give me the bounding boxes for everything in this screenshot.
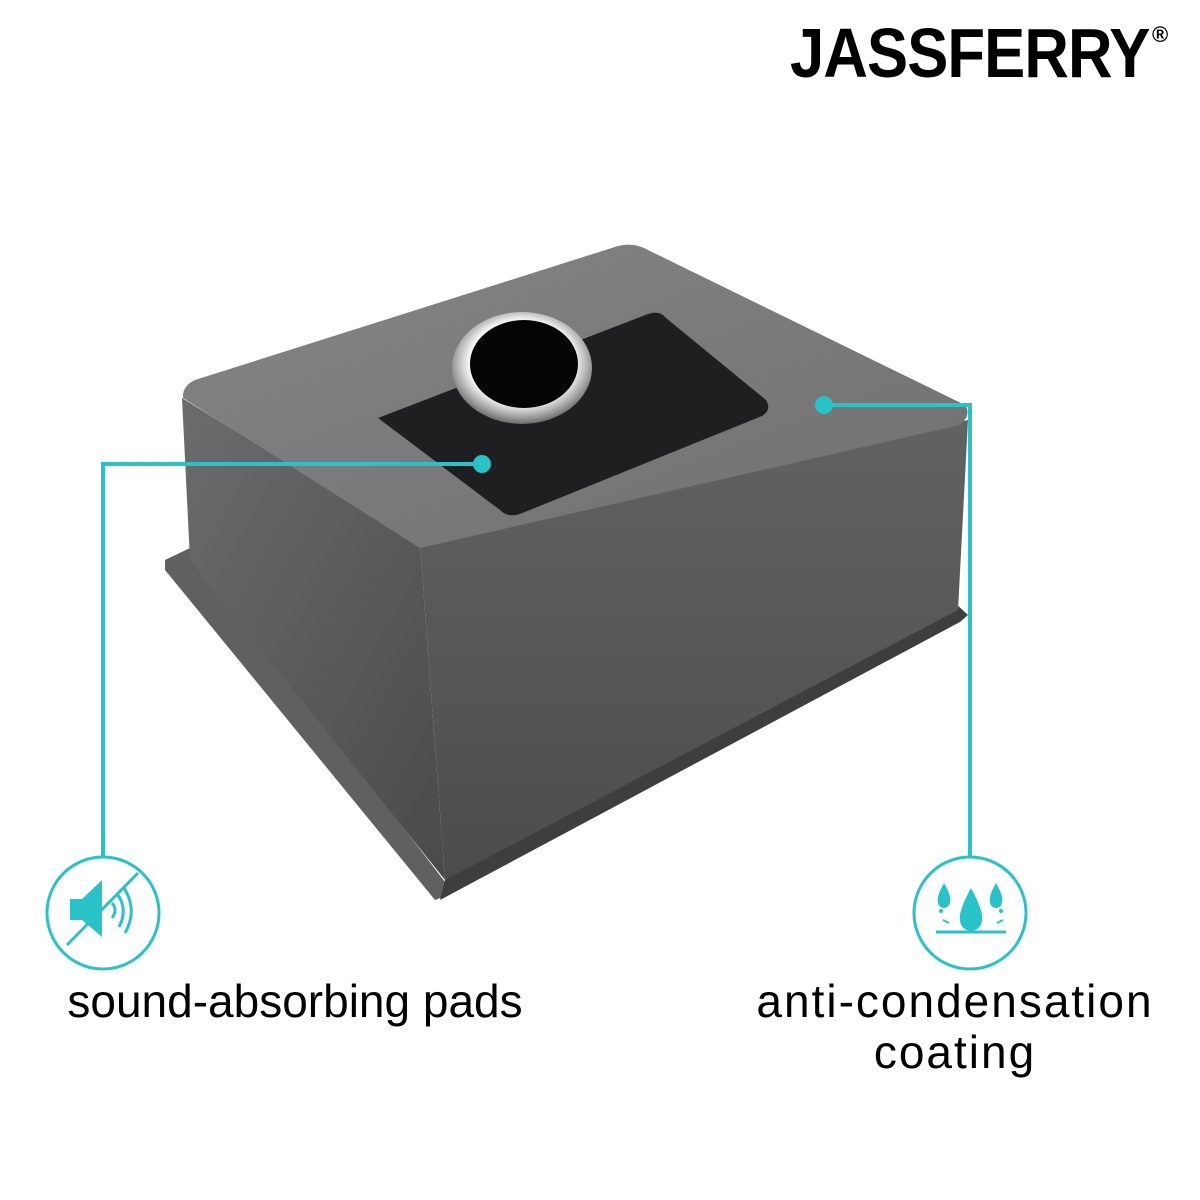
- brand-logo: JASSFERRY: [790, 14, 1150, 92]
- callout-coating: [815, 396, 972, 860]
- feature-label-anti-condensation-coating: anti-condensation coating: [720, 976, 1190, 1077]
- muted-speaker-icon: [45, 855, 161, 971]
- feature-label-sound-absorbing-pads: sound-absorbing pads: [67, 975, 523, 1027]
- registered-mark: ®: [1152, 22, 1169, 47]
- sink-flange: [165, 548, 448, 900]
- feature-label-line-2: coating: [873, 1025, 1037, 1078]
- sink-left-face: [182, 398, 445, 880]
- sink-front-face: [420, 420, 968, 880]
- water-drops-icon: [912, 855, 1028, 971]
- drain-hole: [470, 320, 578, 408]
- feature-label-line-1: anti-condensation: [756, 975, 1154, 1027]
- callout-sound-pad: [101, 455, 491, 860]
